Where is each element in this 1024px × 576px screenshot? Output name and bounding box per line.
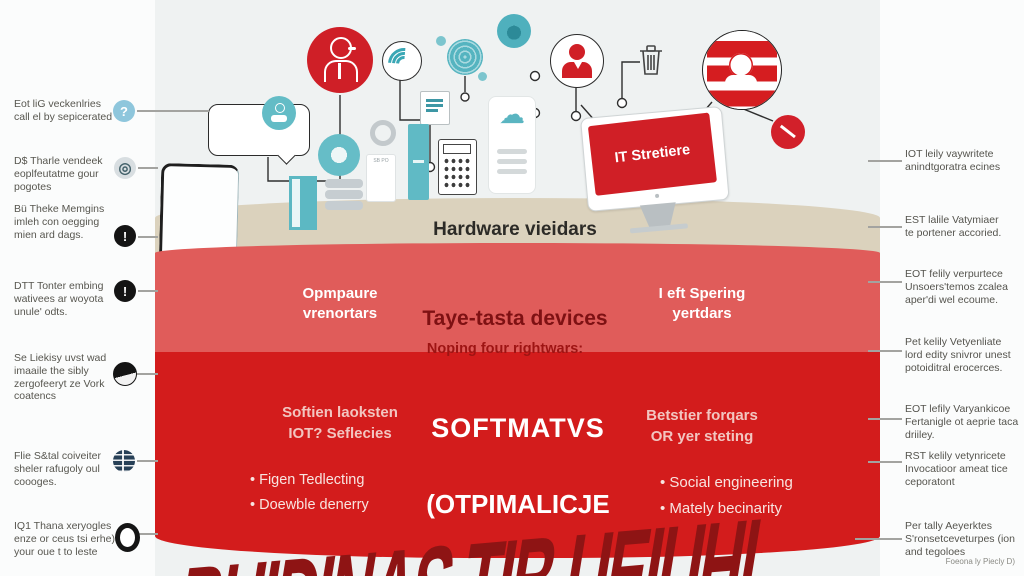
dark-band-big-word-2: (OTPIMALICJE bbox=[426, 489, 610, 519]
dark-band-right-bullet: • Social engineering bbox=[660, 474, 793, 491]
support-agent-icon bbox=[307, 27, 373, 93]
light-band-title: Taye-tasta devices bbox=[422, 307, 608, 330]
database-stack-icon bbox=[325, 179, 363, 212]
right-annotation-3: EOT felily verpurtece Unsoers'temos zcal… bbox=[905, 268, 1008, 306]
dark-band-right-title: Betstier forqars OR yer steting bbox=[646, 407, 758, 445]
dark-band-right-bullet: • Mately becinarity bbox=[660, 500, 782, 517]
left-annotation-6: Flie S&tal coiveiter sheler rafugoly oul… bbox=[14, 450, 101, 488]
credit-text: Foeona ly Piecly D) bbox=[945, 557, 1015, 566]
left-annotation-7: IQ1 Thana xeryogles enze or ceus tsi erh… bbox=[14, 520, 115, 558]
connector-line bbox=[138, 290, 158, 292]
hacker-collar bbox=[574, 62, 582, 69]
swirl-icon: ◎ bbox=[114, 157, 136, 179]
connector-line bbox=[138, 167, 158, 169]
person-desk bbox=[271, 115, 287, 122]
document-icon bbox=[420, 91, 450, 125]
tower-slot bbox=[413, 160, 424, 163]
agent-tie bbox=[338, 63, 341, 79]
sketch-face bbox=[729, 53, 753, 77]
left-annotation-3: Bü Theke Memgins imleh con oegging mien … bbox=[14, 203, 105, 241]
connector-line bbox=[868, 350, 902, 352]
calculator-keys bbox=[443, 157, 470, 189]
light-red-band bbox=[155, 243, 880, 355]
connector-line bbox=[138, 236, 158, 238]
tower-slot bbox=[497, 169, 527, 174]
person-head bbox=[275, 103, 285, 113]
contrast-icon bbox=[113, 362, 137, 386]
gear-donut-icon bbox=[318, 134, 360, 176]
connector-line bbox=[138, 533, 158, 535]
connector-line bbox=[137, 460, 158, 462]
server-box-icon: SB PO bbox=[366, 154, 396, 202]
left-annotation-5: Se Liekisy uvst wad imaaile the sibly ze… bbox=[14, 352, 107, 403]
alert-slash bbox=[780, 124, 796, 138]
cloud-icon: ☁ bbox=[499, 99, 525, 129]
dark-band-left-bullet: • Doewble denerry bbox=[250, 497, 369, 513]
tower-slot bbox=[497, 149, 527, 154]
red-alert-icon bbox=[771, 115, 805, 149]
left-annotation-2: D$ Tharle vendeek eoplfeutatme gour pogo… bbox=[14, 155, 103, 193]
left-annotation-4: DTT Tonter embing wativees ar woyota unu… bbox=[14, 280, 104, 318]
workstation-circle-icon bbox=[262, 96, 296, 130]
cloud-server-tower-icon: ☁ bbox=[488, 96, 536, 194]
wifi-icon bbox=[381, 41, 427, 87]
doc-line bbox=[426, 99, 443, 102]
doc-line bbox=[426, 104, 443, 107]
gear-ring-icon bbox=[370, 120, 396, 146]
right-annotation-1: IOT leily vaywritete anindtgoratra ecine… bbox=[905, 148, 1001, 173]
db-disk bbox=[325, 201, 363, 210]
calculator-screen bbox=[443, 144, 471, 154]
dark-band-big-word-1: SOFTMATVS bbox=[431, 413, 605, 443]
tower-slot bbox=[497, 159, 527, 164]
db-disk bbox=[325, 179, 363, 188]
monitor-screen: IT Stretiere bbox=[587, 112, 718, 196]
hacker-shoulders bbox=[562, 62, 592, 78]
it-monitor: IT Stretiere bbox=[580, 105, 730, 238]
connector-line bbox=[868, 160, 902, 162]
right-annotation-4: Pet kelily Vetyenliate lord edity snivro… bbox=[905, 336, 1011, 374]
connector-line bbox=[868, 226, 902, 228]
exclamation-icon: ! bbox=[114, 280, 136, 302]
connector-line bbox=[868, 461, 902, 463]
hacker-icon bbox=[550, 34, 604, 88]
ring-icon bbox=[115, 523, 140, 552]
connector-line bbox=[137, 110, 209, 112]
fingerprint-icon bbox=[447, 39, 483, 75]
connector-line bbox=[868, 281, 902, 283]
light-band-left-label: Opmpaure vrenortars bbox=[302, 285, 378, 323]
right-annotation-6: RST kelily vetynricete Invocatioor ameat… bbox=[905, 450, 1008, 488]
striped-hacker-badge-icon bbox=[702, 30, 782, 110]
light-band-subtitle: Noping four rightwars: bbox=[426, 341, 584, 357]
trash-bin-icon bbox=[640, 45, 662, 75]
connector-line bbox=[868, 418, 902, 420]
right-annotation-7: Per tally Aeyerktes S'ronsetceveturpes (… bbox=[905, 520, 1015, 558]
door-face bbox=[292, 179, 300, 227]
sketch-shoulders bbox=[725, 75, 757, 87]
agent-headset bbox=[348, 47, 356, 50]
left-annotation-1: Eot liG veckenlries call el by sepicerat… bbox=[14, 98, 113, 123]
question-icon: ? bbox=[113, 100, 135, 122]
dark-band-left-bullet: • Figen Tedlecting bbox=[250, 472, 365, 488]
db-disk bbox=[325, 190, 363, 199]
teal-tower-icon bbox=[408, 124, 429, 200]
network-dot bbox=[436, 36, 446, 46]
hardware-vendors-title: Hardware vieidars bbox=[433, 219, 597, 240]
calculator-icon bbox=[438, 139, 477, 195]
exclamation-icon: ! bbox=[114, 225, 136, 247]
network-dot bbox=[478, 72, 487, 81]
dark-band-left-title: Softien laoksten IOT? Seflecies bbox=[282, 404, 398, 442]
light-band-right-label: I eft Spering yertdars bbox=[658, 285, 746, 323]
connector-line bbox=[137, 373, 158, 375]
doc-line bbox=[426, 109, 438, 112]
right-annotation-5: EOT lefily Varyankicoe Fertanigle ot aep… bbox=[905, 403, 1019, 441]
avatar-circle-icon bbox=[497, 14, 531, 48]
right-annotation-2: EST lalile Vatymiaer te portener accorie… bbox=[905, 214, 1002, 239]
globe-icon bbox=[113, 450, 135, 472]
hacker-head bbox=[569, 44, 585, 60]
dark-red-band bbox=[155, 352, 880, 558]
door-panel-icon bbox=[289, 176, 317, 230]
agent-body bbox=[324, 60, 358, 82]
connector-line bbox=[855, 538, 902, 540]
